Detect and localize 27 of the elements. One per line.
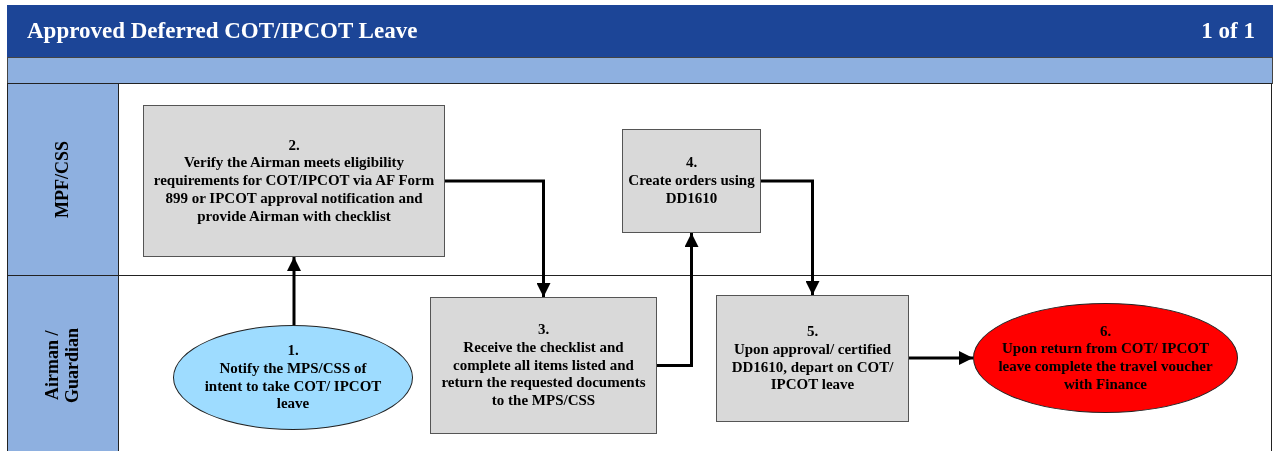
step-number: 3.	[537, 321, 550, 339]
arrow	[761, 179, 820, 295]
lane-label: Airman / Guardian	[43, 326, 83, 405]
step-number: 4.	[685, 154, 698, 173]
step-text: Receive the checklist and complete all items listed and return the requested documents to the MPS/CSS	[440, 338, 647, 410]
arrow	[909, 351, 973, 365]
lane-label: MPF/CSS	[53, 141, 73, 218]
arrow	[287, 257, 301, 325]
step-text: Upon approval/ certified DD1610, depart on COT/ IPCOT leave	[730, 340, 895, 394]
step-number: 2.	[288, 136, 300, 155]
arrow	[657, 233, 699, 367]
swimlane	[7, 83, 1272, 276]
page-number: 1 of 1	[1201, 18, 1255, 44]
process-box	[716, 295, 909, 422]
step-number: 5.	[806, 323, 819, 341]
process-box	[143, 105, 445, 257]
step-text: Upon return from COT/ IPCOT leave complete the travel voucher with Finance	[997, 340, 1214, 394]
step-text: Notify the MPS/CSS of intent to take COT/ IPCOT leave	[203, 359, 383, 413]
swimlane	[7, 275, 1272, 451]
step-text: Verify the Airman meets eligibility requirements for COT/IPCOT via AF Form 899 or IPCOT approval notification and provide Airman with checklist	[152, 154, 436, 226]
diagram-title: Approved Deferred COT/IPCOT Leave	[27, 18, 418, 44]
process-box	[622, 129, 761, 233]
step-number: 1.	[287, 342, 299, 360]
step-text: Create orders using DD1610	[627, 172, 756, 208]
arrow	[445, 179, 551, 297]
process-box	[430, 297, 657, 434]
step-number: 6.	[1099, 322, 1112, 341]
